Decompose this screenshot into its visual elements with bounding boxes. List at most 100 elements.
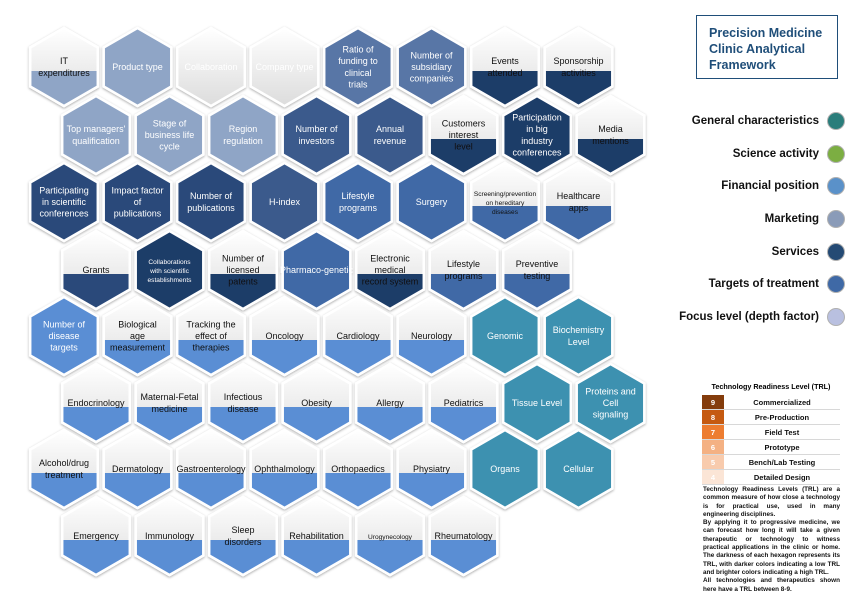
hexagon-cell: Ophthalmology bbox=[249, 428, 320, 510]
hexagon-cell: H-index bbox=[249, 161, 320, 243]
hexagon-label: Obesity bbox=[301, 398, 332, 408]
hexagon-shape bbox=[322, 161, 394, 243]
hexagon-level-fill bbox=[177, 473, 245, 508]
hexagon-label: Rehabilitation bbox=[289, 531, 344, 541]
hexagon-level-fill bbox=[209, 274, 277, 309]
hexagon-cell: Cardiology bbox=[322, 295, 394, 377]
hexagon-shape bbox=[281, 229, 352, 311]
hexagon-border bbox=[396, 295, 467, 377]
hexagon-border bbox=[469, 26, 541, 108]
hexagon-shape bbox=[543, 295, 614, 377]
hexagon-border bbox=[28, 26, 100, 108]
legend-dot bbox=[827, 177, 845, 195]
hexagon-shape bbox=[102, 161, 173, 243]
hexagon-level-fill bbox=[324, 340, 392, 375]
hexagon-shape bbox=[501, 362, 573, 444]
legend-dot bbox=[827, 210, 845, 228]
hexagon-label: Product type bbox=[112, 62, 163, 72]
hexagon-label: Immunology bbox=[145, 531, 195, 541]
hexagon-label: Pediatrics bbox=[444, 398, 484, 408]
hexagon-shape bbox=[134, 94, 205, 176]
trl-desc-paragraph: All technologies and therapeutics shown … bbox=[703, 577, 840, 593]
hexagon-cell: Top managers'qualification bbox=[60, 94, 132, 176]
hexagon-label: Dermatology bbox=[112, 464, 164, 474]
framework-title: Precision Medicine Clinic Analytical Fra… bbox=[696, 15, 838, 79]
trl-description: Technology Readiness Levels (TRL) are a … bbox=[703, 486, 840, 594]
hexagon-level-fill bbox=[282, 540, 351, 575]
hexagon-label: Neurology bbox=[411, 331, 453, 341]
hexagon-shape bbox=[501, 94, 573, 176]
hexagon-shape bbox=[469, 295, 541, 377]
hexagon-border bbox=[281, 362, 352, 444]
hexagon-cell: Rheumatology bbox=[428, 495, 499, 577]
hexagon-level-fill bbox=[544, 206, 613, 241]
legend-dot bbox=[827, 112, 845, 130]
hexagon-label: Cardiology bbox=[336, 331, 380, 341]
hexagon-shape bbox=[249, 26, 320, 108]
hexagon-border bbox=[134, 362, 205, 444]
hexagon-label: Gastroenterology bbox=[176, 464, 246, 474]
trl-level-number: 4 bbox=[702, 470, 724, 484]
hexagon-shape bbox=[207, 94, 279, 176]
hexagon-border bbox=[428, 362, 499, 444]
legend-label: General characteristics bbox=[691, 115, 819, 127]
legend-label: Marketing bbox=[764, 213, 819, 225]
hexagon-border bbox=[134, 495, 205, 577]
hexagon-level-fill bbox=[250, 340, 319, 375]
hexagon-shape bbox=[102, 26, 173, 108]
trl-level-number: 7 bbox=[702, 425, 724, 439]
hexagon-cell: Allergy bbox=[354, 362, 426, 444]
hexagon-level-fill bbox=[209, 407, 277, 442]
hexagon-shape bbox=[28, 295, 100, 377]
hexagon-level-fill bbox=[135, 407, 204, 442]
hexagon-border bbox=[469, 161, 541, 243]
legend-label: Targets of treatment bbox=[708, 278, 819, 290]
hexagon-level-fill bbox=[103, 473, 172, 508]
hexagon-cell: Gastroenterology bbox=[175, 428, 247, 510]
hexagon-cell: Tissue Level bbox=[501, 362, 573, 444]
hexagon-level-fill bbox=[30, 473, 98, 508]
hexagon-level-fill bbox=[397, 340, 466, 375]
hexagon-level-fill bbox=[103, 340, 172, 375]
hexagon-cell: Surgery bbox=[396, 161, 467, 243]
hexagon-label: Ophthalmology bbox=[254, 464, 315, 474]
hexagon-level-fill bbox=[356, 540, 424, 575]
hexagon-level-fill bbox=[250, 473, 319, 508]
legend-dot bbox=[827, 243, 845, 261]
trl-level-number: 8 bbox=[702, 410, 724, 424]
hexagon-border bbox=[175, 295, 247, 377]
hexagon-shape bbox=[396, 161, 467, 243]
hexagon-level-fill bbox=[544, 71, 613, 106]
hexagon-cell: Pediatrics bbox=[428, 362, 499, 444]
hexagon-level-fill bbox=[30, 71, 98, 106]
hexagon-border bbox=[207, 362, 279, 444]
